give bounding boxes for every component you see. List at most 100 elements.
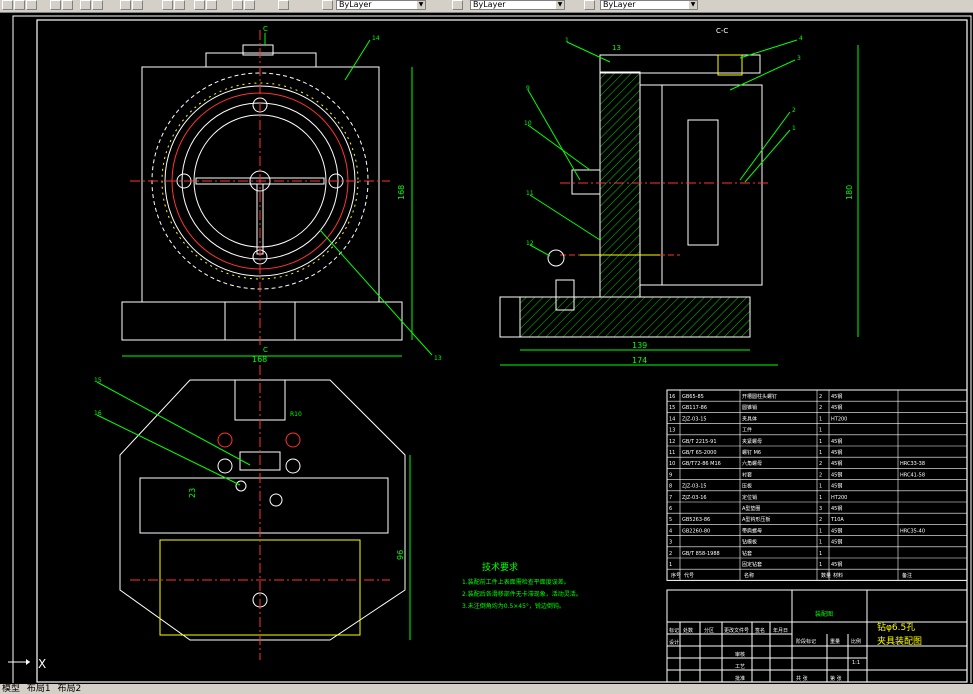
tool-button-10[interactable] <box>162 0 173 10</box>
tool-button-5[interactable] <box>62 0 73 10</box>
tool-button-15[interactable] <box>244 0 255 10</box>
tab-model[interactable]: 模型 <box>2 684 21 694</box>
dim-side-139: 139 <box>632 341 647 350</box>
balloon-2: 2 <box>792 107 796 114</box>
bom-cell-qty: 3 <box>819 506 822 512</box>
layer-properties-button[interactable] <box>322 0 333 10</box>
bom-cell-name: 夹具体 <box>742 415 757 422</box>
tc-change: 更改文件号 <box>724 627 749 634</box>
chevron-down-icon[interactable]: ▼ <box>556 1 564 9</box>
bom-cell-code: GB/T 2215-91 <box>682 439 717 445</box>
section-view: C-C 139 174 180 13 1 9 10 11 12 3 <box>499 27 859 366</box>
tool-button-3[interactable] <box>26 0 37 10</box>
layout-tabs: 模型 布局1 布局2 <box>0 684 973 694</box>
tool-button-14[interactable] <box>232 0 243 10</box>
bom-cell-mat: 45钢 <box>831 449 842 456</box>
tool-button-1[interactable] <box>2 0 13 10</box>
leader-16 <box>96 414 241 486</box>
bom-cell-qty: 2 <box>819 517 822 523</box>
title-main: 钻φ6.5孔 <box>877 621 915 633</box>
bom-cell-no: 15 <box>669 405 675 411</box>
tool-button-11[interactable] <box>174 0 185 10</box>
bom-cell-no: 1 <box>669 562 672 568</box>
bom-cell-name: 钻套 <box>742 550 752 557</box>
bom-cell-name: 衬套 <box>742 471 752 478</box>
bom-cell-mat: 45钢 <box>831 505 842 512</box>
title-block: 装配图 钻φ6.5孔 夹具装配图 标记 处数 分区 更改文件号 签名 年月日 设… <box>666 589 968 683</box>
section-mark-top: C <box>263 25 268 33</box>
bom-cell-name: 定位销 <box>742 494 757 501</box>
bom-cell-no: 7 <box>669 495 672 501</box>
bom-cell-name: 六角螺母 <box>742 460 762 467</box>
layer-combo-value: ByLayer <box>339 0 372 9</box>
top-crossbar <box>139 477 389 534</box>
section-base <box>519 296 751 338</box>
bom-cell-name: 开槽圆柱头螺钉 <box>742 393 777 400</box>
tool-button-4[interactable] <box>50 0 61 10</box>
tool-button-9[interactable] <box>132 0 143 10</box>
ucs-icon: X <box>8 657 46 671</box>
linetype-button[interactable] <box>452 0 463 10</box>
tc-date: 年月日 <box>773 627 788 634</box>
bom-cell-note: HRC35-40 <box>900 528 925 534</box>
bom-cell-no: 5 <box>669 517 672 523</box>
top-hole-1 <box>217 432 233 448</box>
chevron-down-icon[interactable]: ▼ <box>417 1 425 9</box>
tool-button-6[interactable] <box>80 0 91 10</box>
bom-header-qty: 数量 <box>821 572 831 579</box>
tab-layout2[interactable]: 布局2 <box>57 684 82 694</box>
tc-sheet-no: 第 张 <box>830 675 842 682</box>
bom-header-note: 备注 <box>902 572 912 579</box>
bom-cell-code: ZJZ-03-15 <box>682 416 707 422</box>
knob[interactable] <box>547 249 565 267</box>
tool-button-7[interactable] <box>92 0 103 10</box>
chevron-down-icon[interactable]: ▼ <box>689 1 697 9</box>
lineweight-button[interactable] <box>584 0 595 10</box>
drawing-canvas[interactable]: C C 168 168 14 13 C-C 139 174 180 1 <box>0 13 973 689</box>
tool-button-8[interactable] <box>120 0 131 10</box>
tc-sign: 签名 <box>755 627 765 634</box>
bom-cell-name: 夹紧螺母 <box>742 438 762 445</box>
bom-cell-mat: 45钢 <box>831 460 842 467</box>
tool-button-12[interactable] <box>194 0 205 10</box>
tc-weight: 重量 <box>830 638 840 645</box>
dim-front-height: 168 <box>397 185 406 200</box>
drawing-svg: C C 168 168 14 13 C-C 139 174 180 1 <box>8 15 972 689</box>
dim-side-180: 180 <box>845 185 854 200</box>
tool-button-2[interactable] <box>14 0 25 10</box>
bom-cell-no: 12 <box>669 439 675 445</box>
balloon-15: 15 <box>94 377 102 384</box>
front-view: C C 168 168 14 13 <box>121 25 442 364</box>
bom-header-no: 序号 <box>671 572 681 579</box>
tool-button-16[interactable] <box>278 0 289 10</box>
bom-cell-no: 6 <box>669 506 672 512</box>
tc-mark: 标记 <box>669 627 679 634</box>
lineweight-combo[interactable]: ByLayer ▼ <box>600 0 698 10</box>
balloon-13: 13 <box>434 355 442 362</box>
tc-process: 工艺 <box>735 664 745 670</box>
tool-button-13[interactable] <box>206 0 217 10</box>
front-clamp-nut <box>242 44 274 56</box>
dim-side-13: 13 <box>612 44 621 52</box>
tab-layout1[interactable]: 布局1 <box>26 684 51 694</box>
top-clamp <box>599 54 761 74</box>
layer-combo[interactable]: ByLayer ▼ <box>336 0 426 10</box>
front-top-block <box>205 52 317 68</box>
tech-notes: 技术要求 1.装配前工件上表面需检查平面度误差。 2.装配后各滑移部件无卡滞现象… <box>462 561 582 610</box>
bom-cell-no: 11 <box>669 450 675 456</box>
bom-cell-name: 固定钻套 <box>742 561 762 568</box>
bom-cell-qty: 1 <box>819 450 822 456</box>
title-block-frame <box>666 589 968 683</box>
tc-stage: 阶段标记 <box>796 638 816 645</box>
linetype-combo[interactable]: ByLayer ▼ <box>470 0 565 10</box>
leader-3 <box>729 59 796 91</box>
balloon-4: 4 <box>799 35 803 42</box>
bom-cell-mat: 45钢 <box>831 539 842 546</box>
